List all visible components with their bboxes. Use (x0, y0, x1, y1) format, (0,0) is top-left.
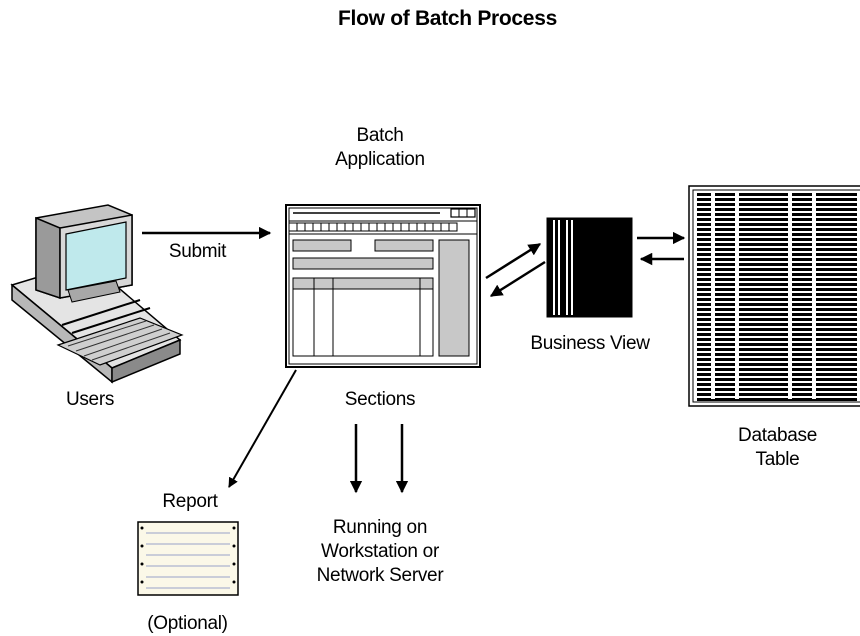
database-row-stripe (697, 218, 857, 221)
database-table-label-line2: Table (755, 449, 800, 470)
business-view-icon (546, 217, 633, 318)
database-row-stripe (697, 238, 857, 241)
database-row-stripe (697, 393, 857, 396)
database-row-stripe (697, 283, 857, 286)
database-row-stripe (697, 223, 857, 226)
database-row-stripe (697, 358, 857, 361)
database-row-stripe (697, 303, 857, 306)
database-table-icon (688, 185, 860, 407)
database-row-stripe (697, 363, 857, 366)
database-row-stripe (697, 293, 857, 296)
database-row-stripe (697, 333, 857, 336)
database-row-stripe (697, 368, 857, 371)
database-table-label-line1: Database (738, 425, 817, 446)
database-row-stripe (697, 323, 857, 326)
database-row-stripe (697, 298, 857, 301)
database-row-stripe (697, 278, 857, 281)
database-row-stripe (697, 328, 857, 331)
database-row-stripe (697, 203, 857, 206)
submit-label: Submit (168, 241, 227, 262)
database-row-stripe (697, 258, 857, 261)
database-row-stripe (697, 373, 857, 376)
database-row-stripe (697, 308, 857, 311)
business-view-label: Business View (530, 333, 650, 354)
database-row-stripe (697, 388, 857, 391)
database-row-stripe (697, 248, 857, 251)
database-row-stripe (697, 383, 857, 386)
running-label-line2: Workstation or (321, 541, 439, 562)
diagram-title: Flow of Batch Process (338, 7, 557, 30)
report-document-icon (137, 521, 239, 596)
batch-application-label-line1: Batch (356, 125, 404, 146)
from-business-view-arrow (489, 260, 546, 298)
database-row-stripe (697, 198, 857, 201)
database-row-stripe (697, 348, 857, 351)
database-row-stripe (697, 268, 857, 271)
database-row-stripe (697, 243, 857, 246)
database-row-stripe (697, 233, 857, 236)
database-row-stripe (697, 213, 857, 216)
optional-label: (Optional) (147, 613, 228, 634)
database-row-stripe (697, 398, 857, 401)
users-label: Users (65, 389, 115, 410)
database-row-stripe (697, 338, 857, 341)
batch-application-label-line2: Application (335, 149, 425, 170)
to-business-view-arrow (485, 242, 542, 280)
database-row-stripe (697, 343, 857, 346)
desktop-computer-icon (10, 204, 184, 384)
database-row-stripe (697, 318, 857, 321)
database-row-stripe (697, 313, 857, 316)
database-row-stripe (697, 378, 857, 381)
database-row-stripe (697, 228, 857, 231)
database-row-stripe (697, 193, 857, 196)
report-arrow (228, 369, 297, 488)
database-row-stripe (697, 273, 857, 276)
database-row-stripe (697, 353, 857, 356)
database-row-stripe (697, 263, 857, 266)
application-window-icon (285, 204, 481, 368)
sections-label: Sections (344, 389, 416, 410)
database-row-stripe (697, 253, 857, 256)
running-label-line1: Running on (332, 517, 428, 538)
running-label-line3: Network Server (316, 565, 444, 586)
database-row-stripe (697, 208, 857, 211)
database-row-stripe (697, 288, 857, 291)
report-label: Report (162, 491, 218, 512)
